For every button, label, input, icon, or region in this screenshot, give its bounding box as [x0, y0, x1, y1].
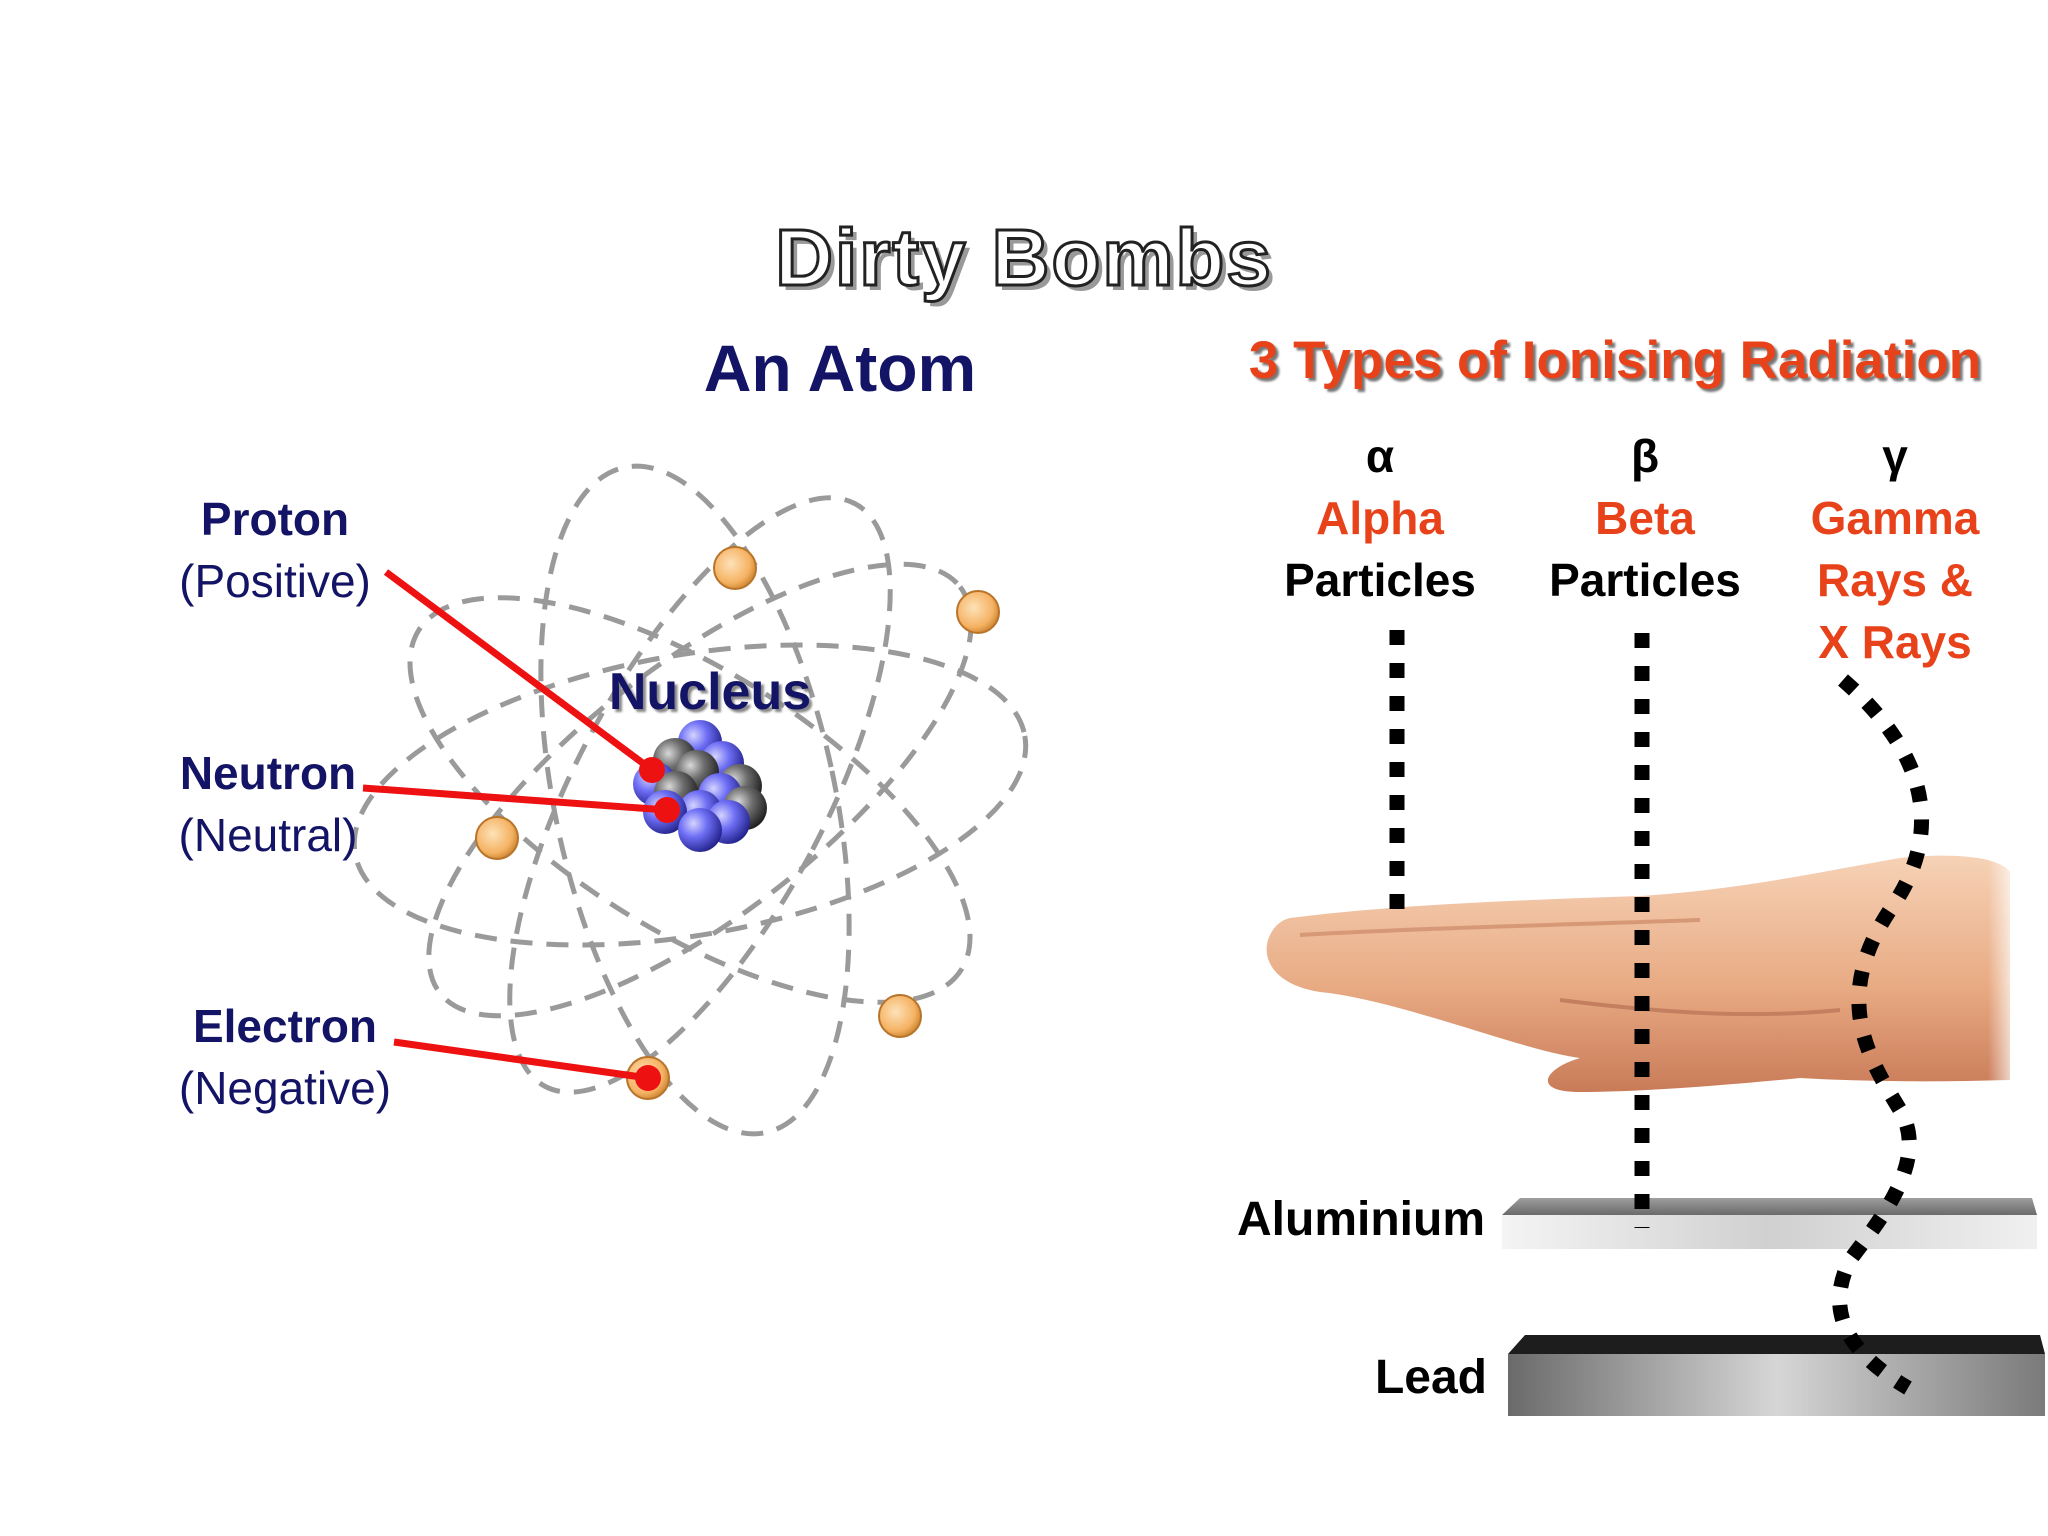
atom-heading: An Atom	[703, 331, 977, 405]
lead-label: Lead	[1374, 1351, 1487, 1404]
alpha-symbol: α	[1365, 430, 1395, 482]
lead-plate	[1508, 1335, 2045, 1416]
gamma-kind-line1: Rays &	[1817, 554, 1973, 606]
beta-column: β Beta Particles	[1520, 425, 1770, 611]
neutron-pointer	[362, 784, 668, 814]
gamma-kind-line2: X Rays	[1818, 616, 1972, 668]
proton-pointer	[383, 569, 655, 773]
nucleus-cluster	[633, 720, 767, 852]
electron-pointer-dot	[635, 1065, 661, 1091]
alpha-name: Alpha	[1316, 492, 1444, 544]
alpha-column: α Alpha Particles	[1255, 425, 1505, 611]
electron-name: Electron	[192, 1000, 378, 1052]
alpha-kind: Particles	[1284, 554, 1476, 606]
aluminium-label: Aluminium	[1237, 1193, 1485, 1246]
electron	[878, 994, 922, 1038]
electron-label: Electron (Negative)	[150, 995, 420, 1119]
nucleus-label: Nucleus	[608, 663, 812, 721]
electron	[956, 590, 1000, 634]
electron-pointer	[393, 1038, 649, 1082]
neutron-label: Neutron (Neutral)	[150, 742, 386, 866]
neutron-charge: (Neutral)	[178, 809, 358, 861]
neutron-pointer-dot	[654, 797, 680, 823]
beta-kind: Particles	[1549, 554, 1741, 606]
gamma-name: Gamma	[1810, 492, 1980, 544]
orbit	[538, 463, 852, 1137]
electrons	[475, 546, 1000, 1100]
proton-charge: (Positive)	[179, 555, 371, 607]
electron	[475, 816, 519, 860]
orbit	[507, 495, 893, 1095]
slide-title: Dirty Bombs	[774, 212, 1273, 304]
gamma-column: γ Gamma Rays & X Rays	[1770, 425, 2020, 673]
electron-charge: (Negative)	[178, 1062, 392, 1114]
pointer-dots	[635, 757, 680, 1091]
orbit	[407, 595, 973, 1005]
beta-symbol: β	[1630, 430, 1660, 482]
neutron-name: Neutron	[179, 747, 357, 799]
electron	[713, 546, 757, 590]
radiation-heading: 3 Types of Ionising Radiation	[1248, 331, 1982, 390]
orbit	[426, 561, 974, 1019]
proton-name: Proton	[200, 493, 350, 545]
gamma-symbol: γ	[1882, 430, 1908, 482]
aluminium-plate	[1502, 1198, 2037, 1249]
gamma-ray	[1832, 674, 1930, 1395]
beta-name: Beta	[1595, 492, 1695, 544]
proton-label: Proton (Positive)	[150, 488, 400, 612]
pointer-lines	[362, 569, 668, 1082]
proton-pointer-dot	[639, 757, 665, 783]
